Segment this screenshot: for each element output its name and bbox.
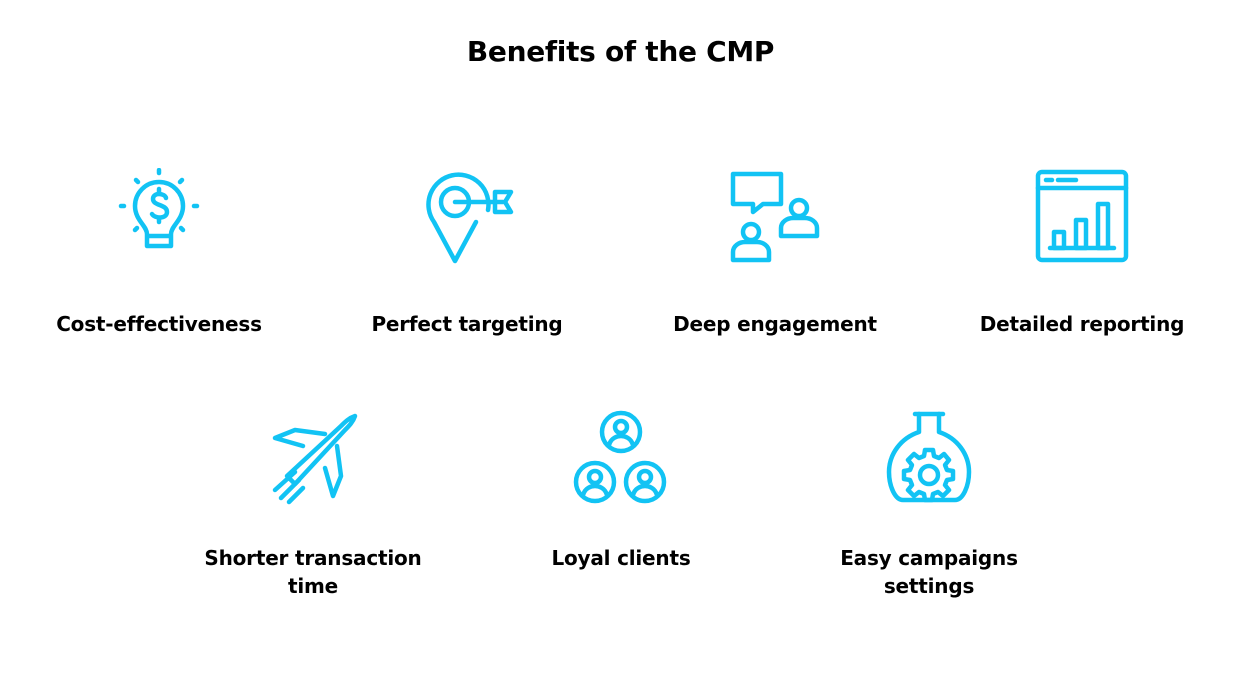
benefit-label: Detailed reporting bbox=[979, 312, 1185, 336]
benefit-label: Cost-effectiveness bbox=[56, 312, 262, 336]
benefit-label: Easy campaigns settings bbox=[840, 546, 1018, 598]
page-title: Benefits of the CMP bbox=[466, 35, 775, 68]
benefit-deep-engagement: Deep engagement bbox=[640, 168, 910, 338]
rocket-icon bbox=[178, 410, 448, 506]
benefit-easy-campaigns-settings: Easy campaigns settings bbox=[794, 410, 1064, 600]
flask-gear-icon bbox=[794, 410, 1064, 506]
benefit-shorter-transaction-time: Shorter transaction time bbox=[178, 410, 448, 600]
benefit-label: Shorter transaction time bbox=[204, 546, 422, 598]
chat-users-icon bbox=[640, 168, 910, 264]
lightbulb-dollar-icon bbox=[24, 168, 294, 264]
browser-bar-chart-icon bbox=[947, 168, 1217, 264]
location-target-icon bbox=[332, 168, 602, 264]
benefit-label: Perfect targeting bbox=[371, 312, 563, 336]
user-group-icon bbox=[486, 410, 756, 506]
benefit-label: Deep engagement bbox=[673, 312, 877, 336]
benefit-cost-effectiveness: Cost-effectiveness bbox=[24, 168, 294, 338]
benefit-detailed-reporting: Detailed reporting bbox=[947, 168, 1217, 338]
benefit-perfect-targeting: Perfect targeting bbox=[332, 168, 602, 338]
benefit-loyal-clients: Loyal clients bbox=[486, 410, 756, 572]
benefit-label: Loyal clients bbox=[551, 546, 691, 570]
